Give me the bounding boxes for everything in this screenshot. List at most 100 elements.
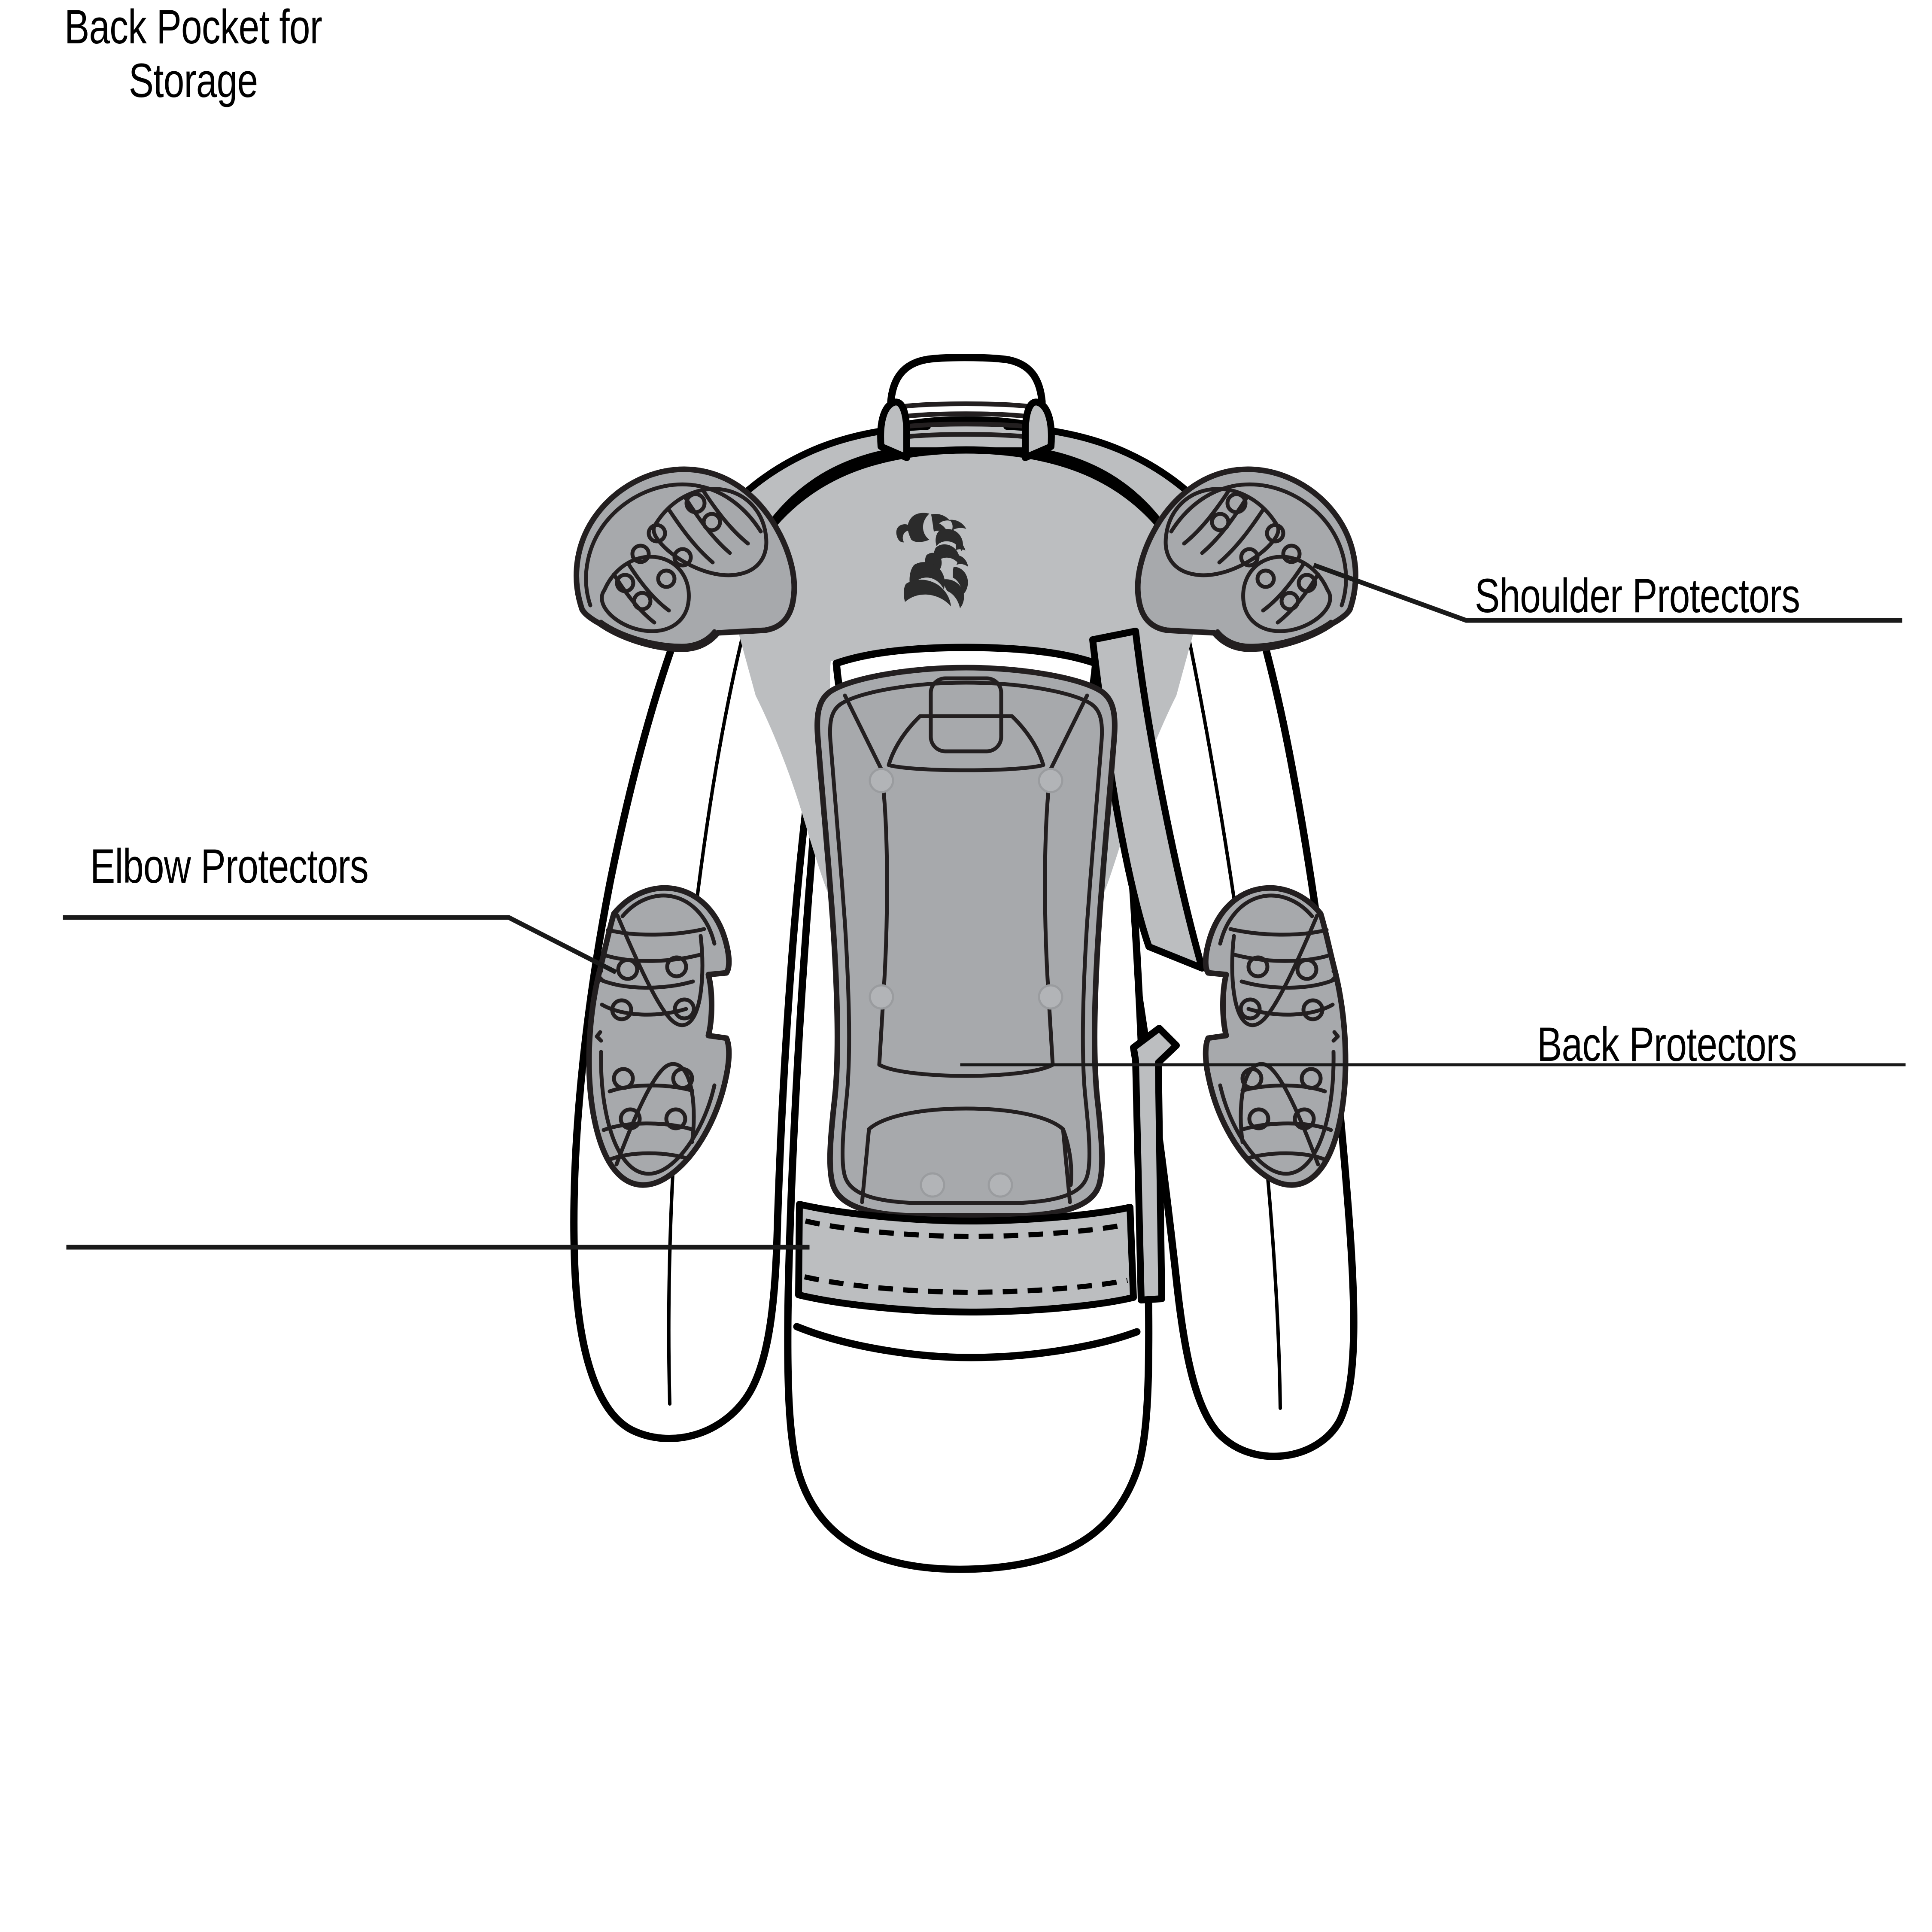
shoulder-vent — [672, 547, 693, 568]
shoulder-vent — [1255, 568, 1276, 589]
shoulder-right-rib-l2 — [1261, 562, 1306, 613]
yoke-saddle — [730, 450, 1202, 914]
label-back-protectors: Back Protectors — [1537, 1018, 1797, 1071]
shoulder-vent — [647, 523, 667, 544]
back-pocket — [795, 1201, 1137, 1315]
shoulder-vent — [1265, 523, 1285, 544]
elbow-pad-right-inner — [1218, 893, 1314, 946]
elbow-pad-left-inner — [620, 893, 717, 946]
protector-bottom-seam-r — [1061, 1127, 1072, 1204]
shoulder-left-rib-l2 — [626, 562, 671, 613]
elbow-vent — [619, 1107, 642, 1130]
collar-ribs — [896, 401, 1036, 440]
elbow-pad-left-inner2 — [599, 1050, 717, 1176]
shoulder-pad-left-edge — [599, 620, 717, 648]
leader-elbow-protectors — [63, 915, 617, 975]
elbow-vent — [671, 1067, 694, 1090]
elbow-vent — [1240, 1067, 1264, 1090]
shoulder-pad-left-body — [574, 466, 797, 652]
label-back-pocket-line1: Back Pocket for — [64, 0, 322, 54]
elbow-right-arc-1 — [1228, 927, 1329, 937]
protector-top-tab — [887, 714, 1045, 772]
leader-shoulder-protectors — [1312, 562, 1902, 623]
protector-rivet — [1038, 984, 1063, 1010]
protector-rivet — [869, 984, 894, 1010]
back-protector-inner — [828, 680, 1104, 1205]
elbow-vent — [673, 997, 696, 1021]
elbow-left-notch-bot — [595, 1030, 603, 1043]
protector-rivet — [987, 1172, 1013, 1198]
elbow-protector-right — [1203, 885, 1349, 1188]
shoulder-vent — [1279, 591, 1300, 611]
collar-tab-right — [1022, 398, 1055, 461]
shoulder-pad-right-inner — [1169, 482, 1348, 608]
elbow-vent — [616, 958, 639, 981]
protector-top-slot — [929, 676, 1003, 753]
elbow-vent — [1295, 958, 1318, 981]
elbow-vent — [664, 1107, 687, 1130]
elbow-left-arc-2 — [601, 953, 702, 963]
back-pocket-stitch-top — [805, 1218, 1127, 1239]
elbow-protector-left — [586, 885, 732, 1188]
shoulder-vent — [630, 544, 651, 564]
elbow-vent — [1293, 1107, 1316, 1130]
shoulder-vent — [632, 591, 653, 611]
elbow-right-notch-bot — [1331, 1030, 1340, 1043]
elbow-vent — [612, 1067, 635, 1090]
elbow-right-arc-2 — [1233, 953, 1333, 963]
shoulder-left-rib-lower — [600, 555, 691, 633]
elbow-left-arc-3 — [598, 978, 695, 990]
elbow-left-fan-upper — [615, 913, 705, 1027]
shoulder-vent — [1225, 492, 1248, 514]
elbow-vent — [1301, 998, 1324, 1021]
shoulder-right-rib-upper — [1163, 487, 1281, 577]
hem-seam — [793, 1323, 1141, 1361]
protector-bottom-seam-l — [860, 1127, 871, 1204]
shoulder-vent — [684, 492, 707, 514]
back-pocket-stitch-bottom — [804, 1274, 1128, 1295]
shoulder-right-rib-lower — [1241, 555, 1332, 633]
protector-bottom-panel — [867, 1106, 1073, 1187]
shoulder-pad-left-inner — [584, 482, 763, 608]
elbow-right-arc-3 — [1239, 978, 1337, 990]
label-back-pocket-for-storage: Back Pocket for Storage — [0, 0, 386, 108]
shoulder-pad-right-body — [1135, 466, 1358, 652]
collar-tab-left — [877, 398, 910, 461]
elbow-left-arc-1 — [606, 927, 706, 937]
shoulder-vent — [1297, 573, 1317, 593]
shoulder-vent — [702, 512, 722, 532]
shoulder-vent — [656, 568, 677, 589]
protector-lower-seam — [877, 1063, 1055, 1078]
elbow-right-arc-7 — [1245, 1151, 1326, 1161]
label-shoulder-protectors: Shoulder Protectors — [1475, 569, 1800, 623]
back-protector-panel — [814, 665, 1118, 1219]
shoulder-left-rib-1 — [668, 509, 715, 565]
shoulder-vent — [1239, 547, 1260, 568]
elbow-vent — [1246, 955, 1270, 978]
elbow-vent — [1239, 997, 1262, 1021]
back-pocket-band — [795, 1201, 1137, 1315]
shoulder-protector-right — [1135, 466, 1358, 652]
protector-rivet — [920, 1172, 945, 1198]
bear-logo — [896, 513, 968, 608]
elbow-vent — [665, 955, 688, 978]
yoke-saddle-outline — [726, 446, 1206, 605]
back-protector-outer — [814, 665, 1118, 1219]
protector-rivet — [1038, 768, 1063, 793]
shoulder-right-rib-1 — [1217, 509, 1264, 565]
shoulder-left-rib-3 — [702, 490, 750, 546]
shoulder-left-rib-upper — [651, 487, 769, 577]
protector-rivet — [869, 768, 894, 793]
elbow-pad-right-inner2 — [1218, 1050, 1336, 1176]
elbow-left-arc-7 — [608, 1151, 689, 1161]
jacket-group — [570, 354, 1358, 1573]
side-accent-strip — [1130, 1025, 1180, 1303]
collar — [887, 354, 1046, 433]
label-elbow-protectors: Elbow Protectors — [90, 839, 369, 893]
shoulder-right-rib-3 — [1182, 490, 1230, 546]
shoulder-protector-left — [574, 466, 797, 652]
shoulder-vent — [1281, 544, 1302, 564]
label-back-pocket-line2: Storage — [128, 54, 258, 108]
